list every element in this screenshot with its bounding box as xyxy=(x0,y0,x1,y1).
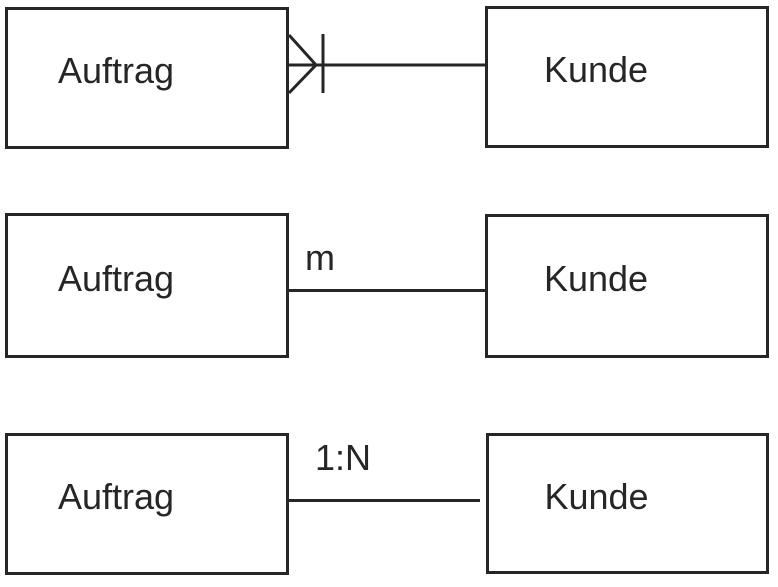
entity-kunde-row3: Kunde xyxy=(486,433,769,574)
entity-auftrag-row3: Auftrag xyxy=(5,433,289,575)
cardinality-label-m: m xyxy=(305,237,335,278)
entity-kunde-row1: Kunde xyxy=(485,6,769,148)
cardinality-label-1n: 1:N xyxy=(315,437,372,478)
entity-kunde-row2: Kunde xyxy=(485,214,769,358)
relationship-line xyxy=(289,499,480,502)
entity-label: Auftrag xyxy=(57,50,175,91)
crow-foot-one-bar-icon xyxy=(287,33,485,95)
entity-label: Kunde xyxy=(543,49,649,90)
entity-label: Kunde xyxy=(543,258,649,299)
entity-label: Kunde xyxy=(544,475,649,517)
entity-auftrag-row2: Auftrag xyxy=(5,213,289,358)
entity-label: Auftrag xyxy=(57,257,175,299)
entity-auftrag-row1: Auftrag xyxy=(5,7,289,149)
entity-label: Auftrag xyxy=(57,476,175,517)
relationship-line xyxy=(287,289,485,292)
